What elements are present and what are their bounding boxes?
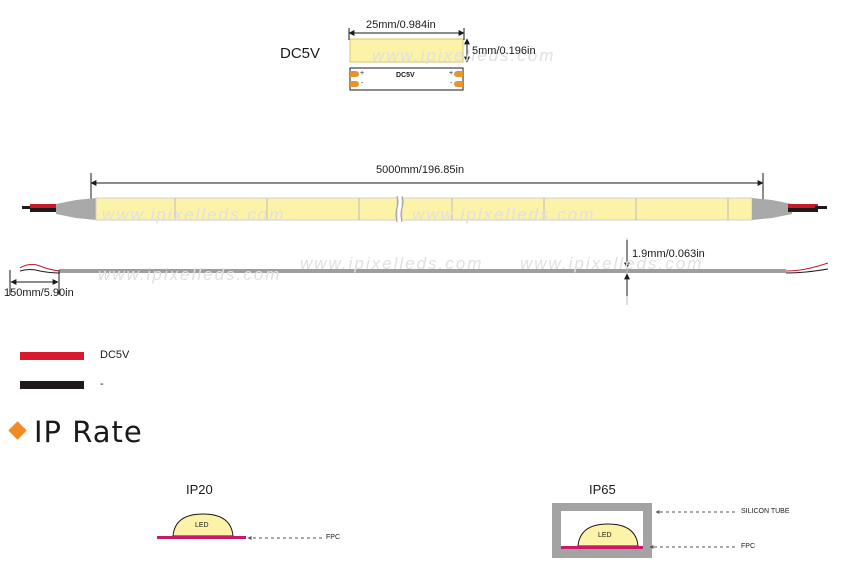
ip-rate-title: IP Rate	[34, 415, 143, 449]
segment-led-surface	[349, 38, 464, 63]
strip-thickness-label: 1.9mm/0.063in	[632, 248, 705, 260]
pad-plus-left: +	[360, 70, 365, 77]
segment-pcb-view	[349, 67, 464, 91]
ip20-led-dome	[172, 513, 234, 537]
ip20-diagram	[157, 513, 322, 540]
pcb-voltage-label: DC5V	[396, 72, 415, 79]
end-cap-right	[752, 198, 792, 220]
pad-icon	[350, 81, 359, 87]
strip-length-label: 5000mm/196.85in	[376, 164, 465, 176]
watermark: www.ipixelleds.com	[98, 265, 282, 284]
ip20-led-label: LED	[195, 522, 209, 529]
watermark: www.ipixelleds.com	[412, 205, 596, 224]
ip65-title: IP65	[589, 482, 616, 497]
legend-swatch-negative	[20, 381, 84, 389]
legend-label-negative: -	[100, 378, 104, 390]
strip-side-view	[9, 238, 829, 305]
watermark: www.ipixelleds.com	[372, 46, 556, 65]
pad-plus-right: +	[449, 70, 454, 77]
wire-length-label: 150mm/5.90in	[4, 287, 74, 299]
ip65-led-dome	[577, 523, 639, 547]
strip-profile	[59, 269, 786, 273]
ip20-title: IP20	[186, 482, 213, 497]
pad-icon	[350, 71, 359, 77]
ip20-fpc	[157, 536, 246, 539]
legend-swatch-dc5v	[20, 352, 84, 360]
segment-width-label: 5mm/0.196in	[472, 45, 536, 57]
segment-top-view	[348, 28, 470, 63]
voltage-label: DC5V	[280, 45, 321, 62]
pad-minus-right: -	[450, 80, 453, 87]
watermark: www.ipixelleds.com	[300, 254, 484, 273]
ip65-fpc-label: FPC	[741, 543, 755, 550]
pad-icon	[454, 71, 463, 77]
ip20-fpc-label: FPC	[326, 534, 340, 541]
legend-label-dc5v: DC5V	[100, 349, 130, 361]
watermark: www.ipixelleds.com	[520, 254, 704, 273]
segment-length-label: 25mm/0.984in	[366, 19, 436, 31]
end-cap-left	[56, 198, 96, 220]
strip-top-view	[22, 173, 827, 223]
ip65-fpc	[561, 546, 643, 549]
ip65-tube-label: SILICON TUBE	[741, 508, 790, 515]
ip65-led-label: LED	[598, 532, 612, 539]
pad-icon	[454, 81, 463, 87]
ip65-diagram	[552, 503, 735, 558]
watermark: www.ipixelleds.com	[102, 205, 286, 224]
pad-minus-left: -	[361, 80, 364, 87]
